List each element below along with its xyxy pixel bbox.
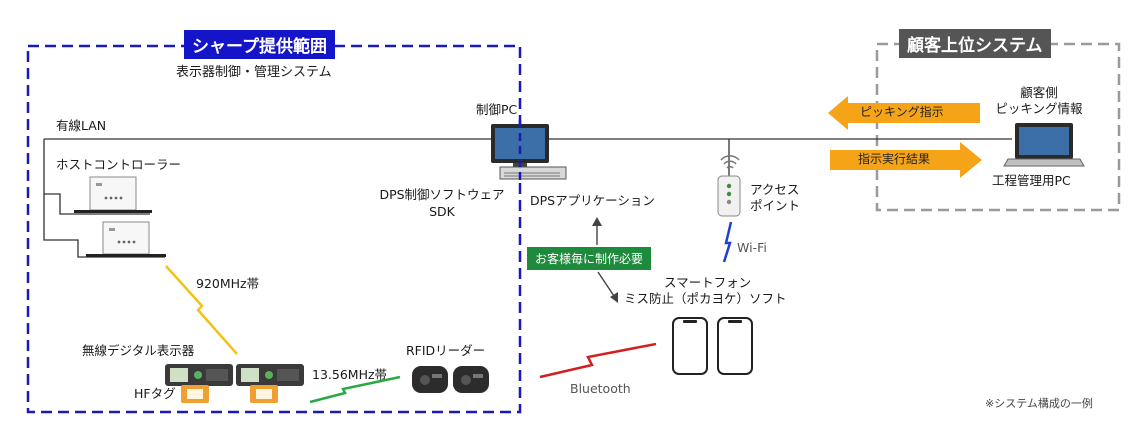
host-controller-label: ホストコントローラー [56,157,182,172]
smartphone-2-icon [717,317,753,375]
lan-drop-controller-1 [43,139,150,215]
dps-software-label: DPS制御ソフトウェア [379,187,505,202]
host-controller-1-icon [74,176,152,213]
hf-tag-2-icon [250,385,278,403]
smartphone-1-icon [672,317,708,375]
hf-tag-1-icon [181,385,209,403]
hf-tag-label: HFタグ [134,386,176,401]
smartphone-label-line2: ミス防止（ポカヨケ）ソフト [624,291,787,306]
process-pc-laptop-icon [1003,123,1085,167]
rfid-reader-1-icon [412,366,448,393]
host-controller-2-icon [86,221,166,257]
access-point-label-line2: ポイント [750,198,801,213]
sdk-label: SDK [429,204,455,219]
smartphone-label-line1: スマートフォン [664,275,752,290]
custom-dev-arrowhead-up [592,217,602,226]
picking-instruction-arrow [828,96,980,130]
wired-lan-label: 有線LAN [56,118,107,133]
dps-application-label: DPSアプリケーション [530,193,655,208]
control-pc-icon [491,124,567,180]
execution-result-arrow [830,142,982,178]
custom-dev-arrow-down [597,271,615,297]
wireless-display-label: 無線デジタル表示器 [82,343,195,358]
footnote: ※システム構成の一例 [985,397,1093,410]
link-1356mhz [309,375,401,404]
access-point-icon [717,155,741,217]
customer-side-label-line2: ピッキング情報 [995,101,1083,116]
access-point-label-line1: アクセス [750,182,800,197]
process-pc-label: 工程管理用PC [992,173,1071,188]
sharp-scope-subtitle: 表示器制御・管理システム [176,65,332,80]
link-920mhz [165,265,238,355]
band-1356-label: 13.56MHz帯 [312,367,388,382]
picking-instruction-label: ピッキング指示 [860,105,944,119]
wireless-display-1-icon [165,364,233,386]
wifi-link [722,221,733,263]
control-pc-label: 制御PC [476,102,518,117]
sharp-scope-title: シャープ提供範囲 [184,30,335,59]
wifi-label: Wi-Fi [737,240,767,255]
wireless-display-2-icon [236,364,304,386]
custom-dev-badge: お客様毎に制作必要 [527,247,652,270]
rfid-reader-2-icon [453,366,489,393]
bluetooth-link [539,342,657,379]
execution-result-label: 指示実行結果 [858,152,931,166]
band-920-label: 920MHz帯 [196,276,260,291]
customer-side-label-line1: 顧客側 [1020,85,1058,100]
custom-dev-arrowhead-down [610,292,618,303]
bluetooth-label: Bluetooth [570,381,631,396]
customer-scope-title: 顧客上位システム [899,29,1051,58]
rfid-reader-label: RFIDリーダー [406,343,486,358]
